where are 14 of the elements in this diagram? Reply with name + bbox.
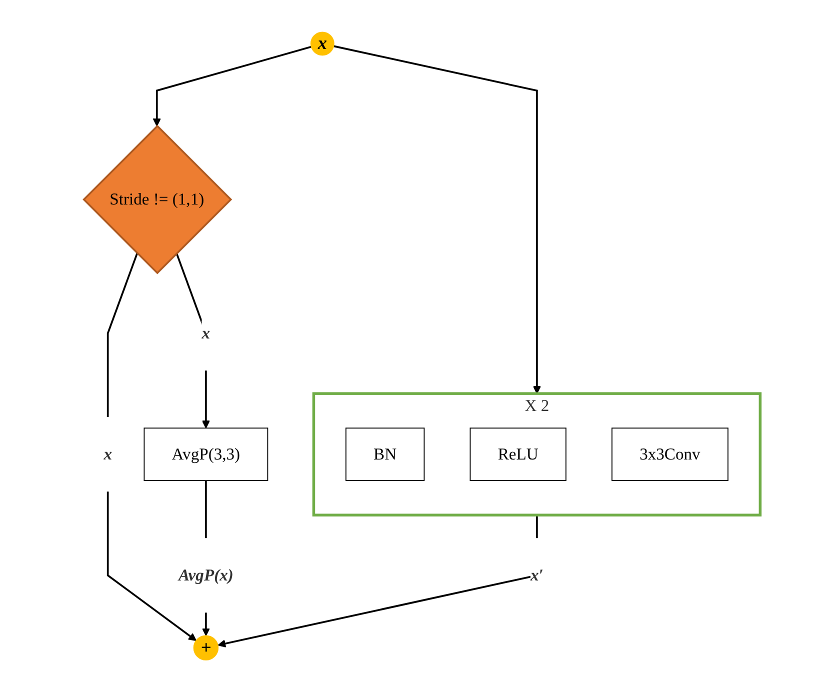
arrow xyxy=(217,515,538,648)
arrow xyxy=(333,45,541,394)
node-circle: x xyxy=(310,32,334,56)
edge-label: AvgP(x) xyxy=(178,566,234,584)
node-box: BN xyxy=(345,428,424,482)
node-box: ReLU xyxy=(469,428,566,482)
node-box: AvgP(3,3) xyxy=(143,428,268,482)
edge-label: x xyxy=(103,444,112,464)
edge-label: x′ xyxy=(530,566,544,584)
arrow xyxy=(152,46,312,126)
node-box: 3x3Conv xyxy=(611,428,728,482)
node-diamond: Stride != (1,1) xyxy=(82,124,232,274)
edge-label: x xyxy=(202,324,210,342)
node-circle: + xyxy=(193,635,218,660)
